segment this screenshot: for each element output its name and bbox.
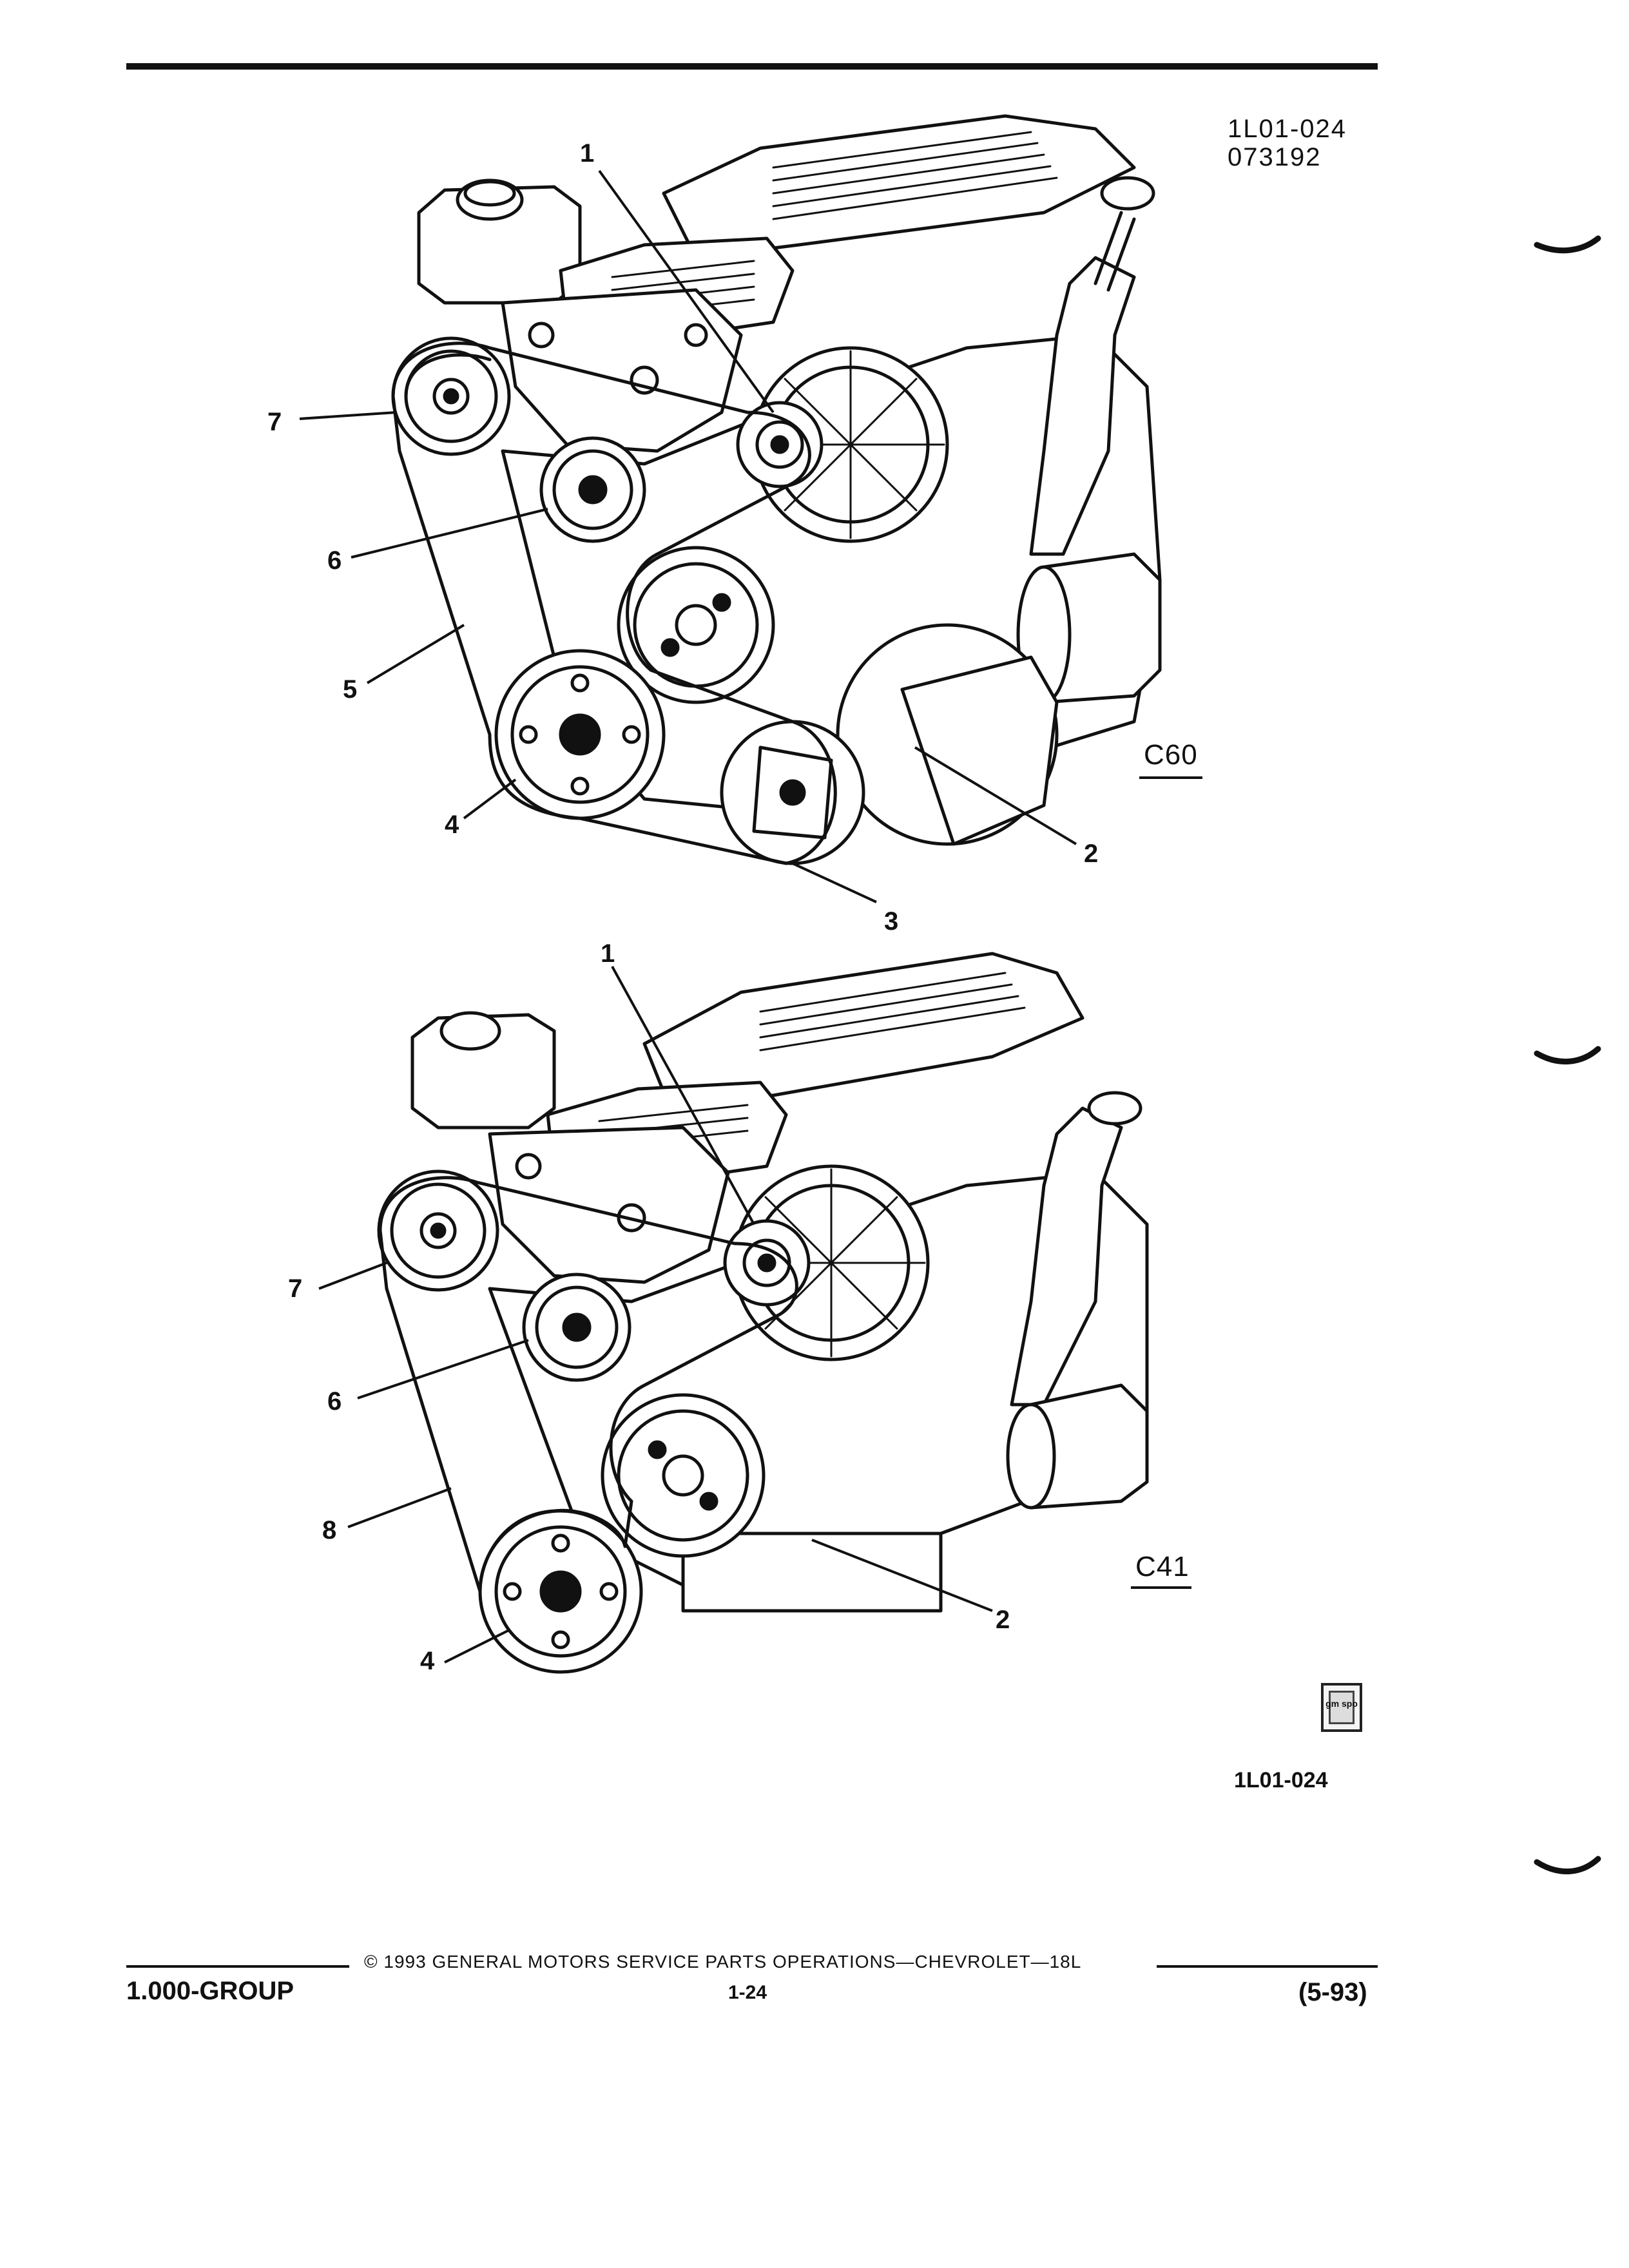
- margin-curl-mark: [1534, 1046, 1601, 1065]
- date-code: (5-93): [1298, 1978, 1367, 2006]
- top-rule: [126, 63, 1378, 70]
- water-pump-pulley: [617, 546, 775, 704]
- callout-label: 6: [327, 1387, 342, 1416]
- callout-label: 1: [601, 939, 615, 968]
- leader-line-4: [444, 1629, 510, 1664]
- logo-text: gm spo: [1325, 1698, 1358, 1709]
- margin-curl-mark: [1534, 1856, 1601, 1875]
- footer-rule-right: [1157, 1965, 1378, 1968]
- callout-label: 1: [580, 139, 595, 168]
- accessory-bracket: [488, 1126, 730, 1284]
- exhaust-pipe: [1029, 256, 1136, 556]
- leader-line-8: [347, 1487, 452, 1528]
- callout-label: 3: [884, 907, 899, 936]
- page-number: 1-24: [728, 1982, 767, 2003]
- figure-code: 1L01-024: [1234, 1768, 1328, 1792]
- callout-label: 7: [288, 1274, 303, 1303]
- leader-line-3: [792, 862, 877, 903]
- variant-label: C60: [1144, 739, 1198, 771]
- reference-code-line2: 073192: [1228, 143, 1322, 171]
- leader-line-2: [914, 746, 1077, 845]
- group-label: 1.000-GROUP: [126, 1977, 294, 2005]
- accessory-bracket: [501, 288, 743, 453]
- leader-line-2: [811, 1539, 993, 1612]
- leader-line-7: [318, 1262, 387, 1290]
- leader-line-7: [299, 411, 397, 420]
- water-pump-pulley: [601, 1393, 766, 1558]
- variant-underline: [1131, 1586, 1191, 1589]
- drive-belt: [378, 1176, 798, 1593]
- reference-code-line1: 1L01-024: [1228, 115, 1347, 143]
- leader-line-1: [598, 169, 775, 414]
- oil-pan: [681, 1532, 943, 1613]
- callout-label: 8: [322, 1516, 337, 1544]
- margin-curl-mark: [1534, 235, 1601, 254]
- callout-label: 4: [445, 811, 459, 839]
- serpentine-belt: [391, 341, 837, 865]
- leader-line-1: [611, 966, 755, 1225]
- callout-label: 7: [267, 408, 282, 436]
- dipstick-tube: [1094, 211, 1136, 292]
- callout-label: 5: [343, 675, 358, 704]
- callout-label: 2: [1084, 840, 1099, 868]
- leader-line-6: [351, 508, 548, 559]
- leader-line-6: [357, 1339, 529, 1399]
- callout-label: 4: [420, 1647, 435, 1675]
- reservoir-cap: [439, 1011, 501, 1051]
- reference-code: 1L01-024 073192: [1228, 116, 1347, 170]
- leader-line-5: [366, 624, 465, 684]
- engine-illustration-upper: [299, 114, 1162, 903]
- leader-line-4: [463, 778, 517, 820]
- footer-rule-left: [126, 1965, 349, 1968]
- variant-underline: [1139, 776, 1202, 779]
- variant-label: C41: [1135, 1551, 1190, 1582]
- callout-label: 6: [327, 546, 342, 575]
- gm-spo-logo: gm spo: [1321, 1683, 1362, 1732]
- callout-label: 2: [996, 1606, 1010, 1634]
- copyright-line: © 1993 GENERAL MOTORS SERVICE PARTS OPER…: [364, 1952, 1082, 1972]
- engine-illustration-lower: [318, 952, 1149, 1674]
